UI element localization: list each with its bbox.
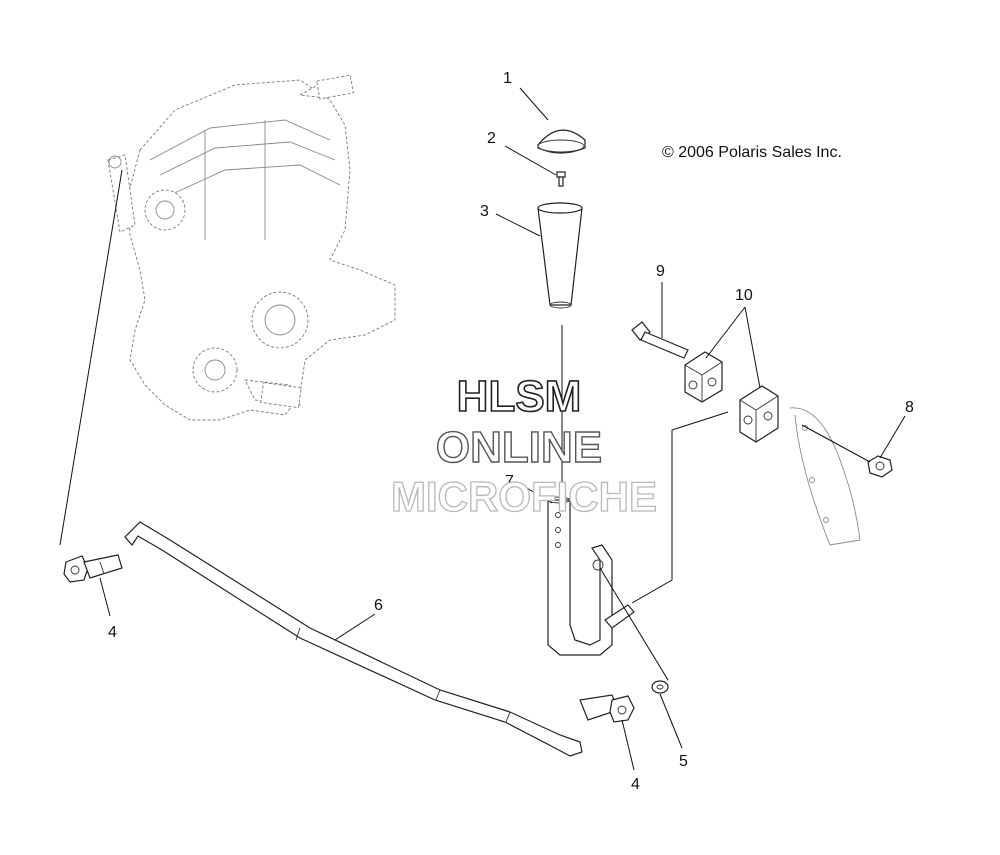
- watermark-line-3: MICROFICHE: [391, 473, 657, 520]
- callout-7: 7: [505, 473, 514, 490]
- watermark-line-1: HLSM: [457, 372, 582, 421]
- knob-cap: [537, 129, 586, 154]
- nut: [867, 455, 893, 478]
- screw: [556, 171, 566, 187]
- rod-bracket-right: [579, 694, 635, 723]
- washer: [651, 680, 669, 694]
- coupler-upper: [684, 351, 723, 403]
- watermark: HLSM ONLINE MICROFICHE: [390, 371, 657, 520]
- callout-10: 10: [735, 287, 753, 304]
- bolt: [631, 321, 689, 359]
- callout-6: 6: [374, 597, 383, 614]
- callout-9: 9: [656, 263, 665, 280]
- dash-panel: [789, 407, 861, 546]
- leader-line-transmission: [59, 169, 123, 546]
- callout-4-right: 4: [631, 776, 640, 793]
- shift-lever: [547, 496, 635, 656]
- rod-bracket-left: [63, 554, 123, 583]
- watermark-line-2: ONLINE: [436, 423, 602, 472]
- copyright-notice: © 2006 Polaris Sales Inc.: [662, 144, 842, 161]
- callout-4-left: 4: [108, 624, 117, 641]
- callout-1: 1: [503, 70, 512, 87]
- callout-8: 8: [905, 399, 914, 416]
- callout-2: 2: [487, 130, 496, 147]
- coupler-lower: [739, 385, 779, 443]
- linkage-rod: [124, 521, 583, 757]
- shift-knob: [537, 202, 583, 309]
- callout-5: 5: [679, 753, 688, 770]
- transmission-assembly: [107, 74, 396, 421]
- callout-3: 3: [480, 203, 489, 220]
